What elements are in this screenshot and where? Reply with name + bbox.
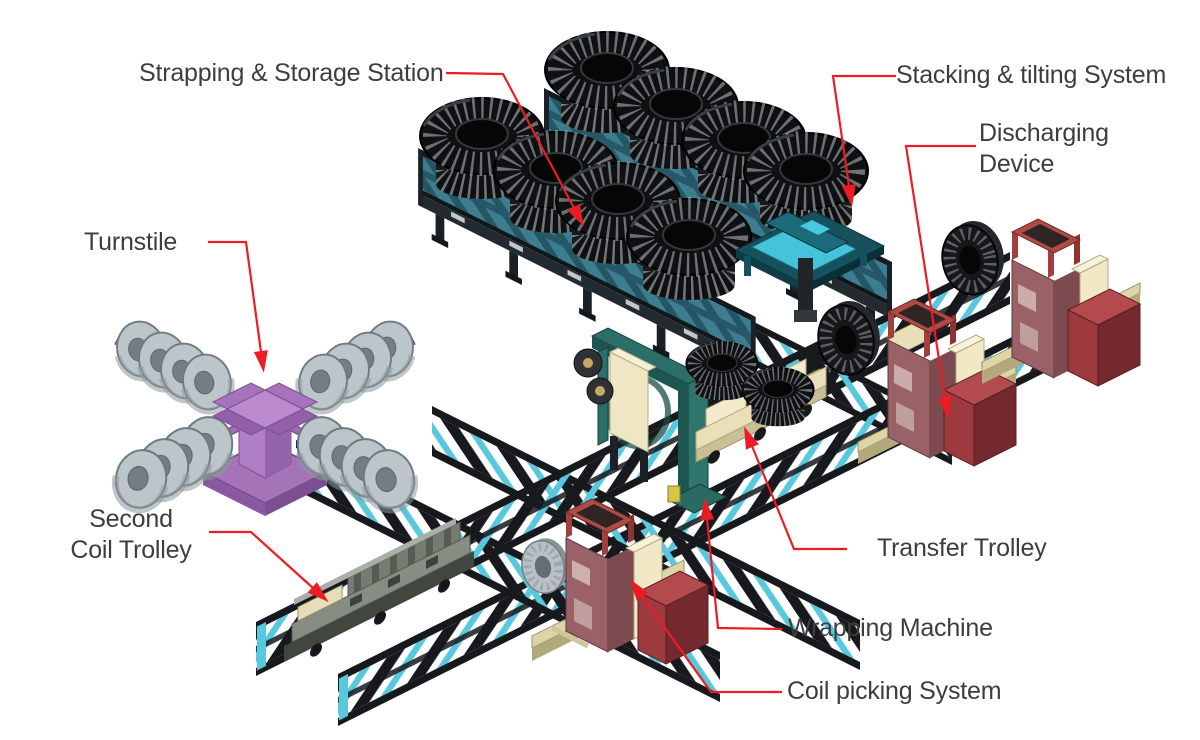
leader-wrapping-machine <box>700 498 783 631</box>
label-strapping-storage-station: Strapping & Storage Station <box>139 59 444 87</box>
steel-coil <box>627 199 751 300</box>
label-transfer-trolley: Transfer Trolley <box>877 534 1047 562</box>
transfer-trolley <box>686 342 827 464</box>
leader-turnstile <box>208 240 268 373</box>
label-second-line1: Second <box>89 505 173 533</box>
wrapping-machine <box>573 327 728 514</box>
label-discharging-device: Discharging Device <box>979 118 1109 180</box>
leader-strapping-storage <box>445 71 584 227</box>
label-second-coil-trolley: Second Coil Trolley <box>50 504 212 566</box>
turnstile <box>110 317 420 516</box>
label-wrapping-machine: Wrapping Machine <box>788 614 993 642</box>
label-discharging-line2: Device <box>979 150 1055 178</box>
label-second-line2: Coil Trolley <box>70 536 192 564</box>
label-discharging-line1: Discharging <box>979 119 1109 147</box>
leader-discharging-device <box>904 144 976 419</box>
label-stacking-tilting-system: Stacking & tilting System <box>896 61 1167 89</box>
lifting-mast <box>798 258 813 312</box>
leader-lines <box>208 71 976 694</box>
label-coil-picking-system: Coil picking System <box>787 677 1002 705</box>
leader-second-coil-trolley <box>209 530 329 603</box>
second-coil-trolley <box>284 518 474 662</box>
stacking-tilting-system <box>734 210 886 322</box>
steel-coil <box>742 368 814 427</box>
label-turnstile: Turnstile <box>84 228 178 256</box>
leader-transfer-trolley <box>744 426 847 551</box>
leader-stacking-tilting <box>831 74 896 207</box>
leader-coil-picking <box>629 578 782 694</box>
